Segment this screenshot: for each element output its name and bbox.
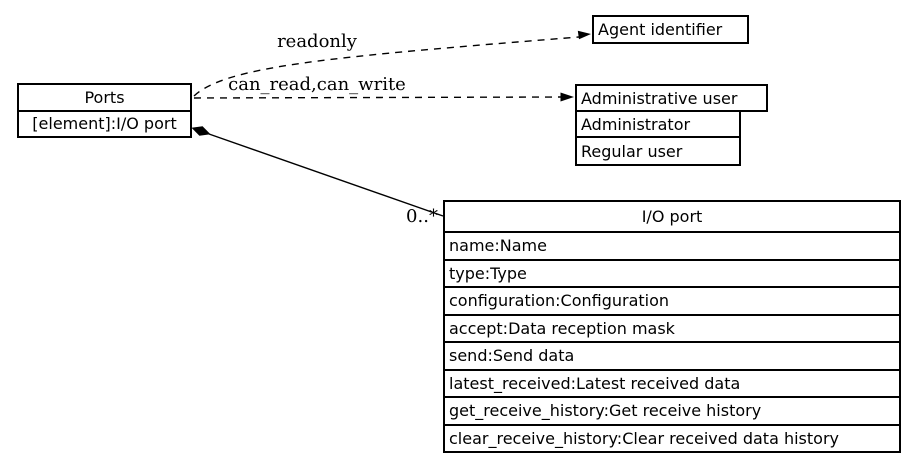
io-port-attribute-row: accept:Data reception mask bbox=[445, 313, 899, 342]
io-port-attribute-row: latest_received:Latest received data bbox=[445, 368, 899, 397]
can-read-can-write-edge-label: can_read,can_write bbox=[228, 74, 406, 95]
administrator-node: Administrator bbox=[575, 110, 741, 138]
composition-diamond-icon bbox=[191, 126, 211, 136]
io-port-attribute-row: clear_receive_history:Clear received dat… bbox=[445, 423, 899, 452]
readonly-edge-line bbox=[193, 36, 580, 97]
composition-edge-line bbox=[208, 133, 444, 217]
io-port-attribute-row: type:Type bbox=[445, 258, 899, 287]
io-port-attribute-row: configuration:Configuration bbox=[445, 286, 899, 314]
arrowhead-icon-can-read-can-write bbox=[560, 92, 574, 102]
administrative-user-node: Administrative user bbox=[575, 84, 768, 112]
io-port-node: I/O port name:Name type:Type configurati… bbox=[443, 200, 901, 453]
multiplicity-label: 0..* bbox=[406, 206, 438, 227]
io-port-attribute-row: get_receive_history:Get receive history bbox=[445, 396, 899, 424]
ports-node-title: Ports bbox=[84, 87, 125, 107]
io-port-node-title: I/O port bbox=[641, 207, 703, 226]
ports-node: Ports [element]:I/O port bbox=[17, 83, 192, 138]
arrowhead-icon-readonly bbox=[577, 30, 591, 40]
io-port-attribute-row: name:Name bbox=[445, 231, 899, 259]
io-port-attribute-row: send:Send data bbox=[445, 341, 899, 369]
can-read-can-write-edge-line bbox=[193, 96, 562, 99]
regular-user-node: Regular user bbox=[575, 136, 741, 166]
agent-identifier-node: Agent identifier bbox=[592, 15, 749, 44]
readonly-edge-label: readonly bbox=[277, 31, 357, 52]
ports-node-attribute: [element]:I/O port bbox=[19, 109, 190, 137]
